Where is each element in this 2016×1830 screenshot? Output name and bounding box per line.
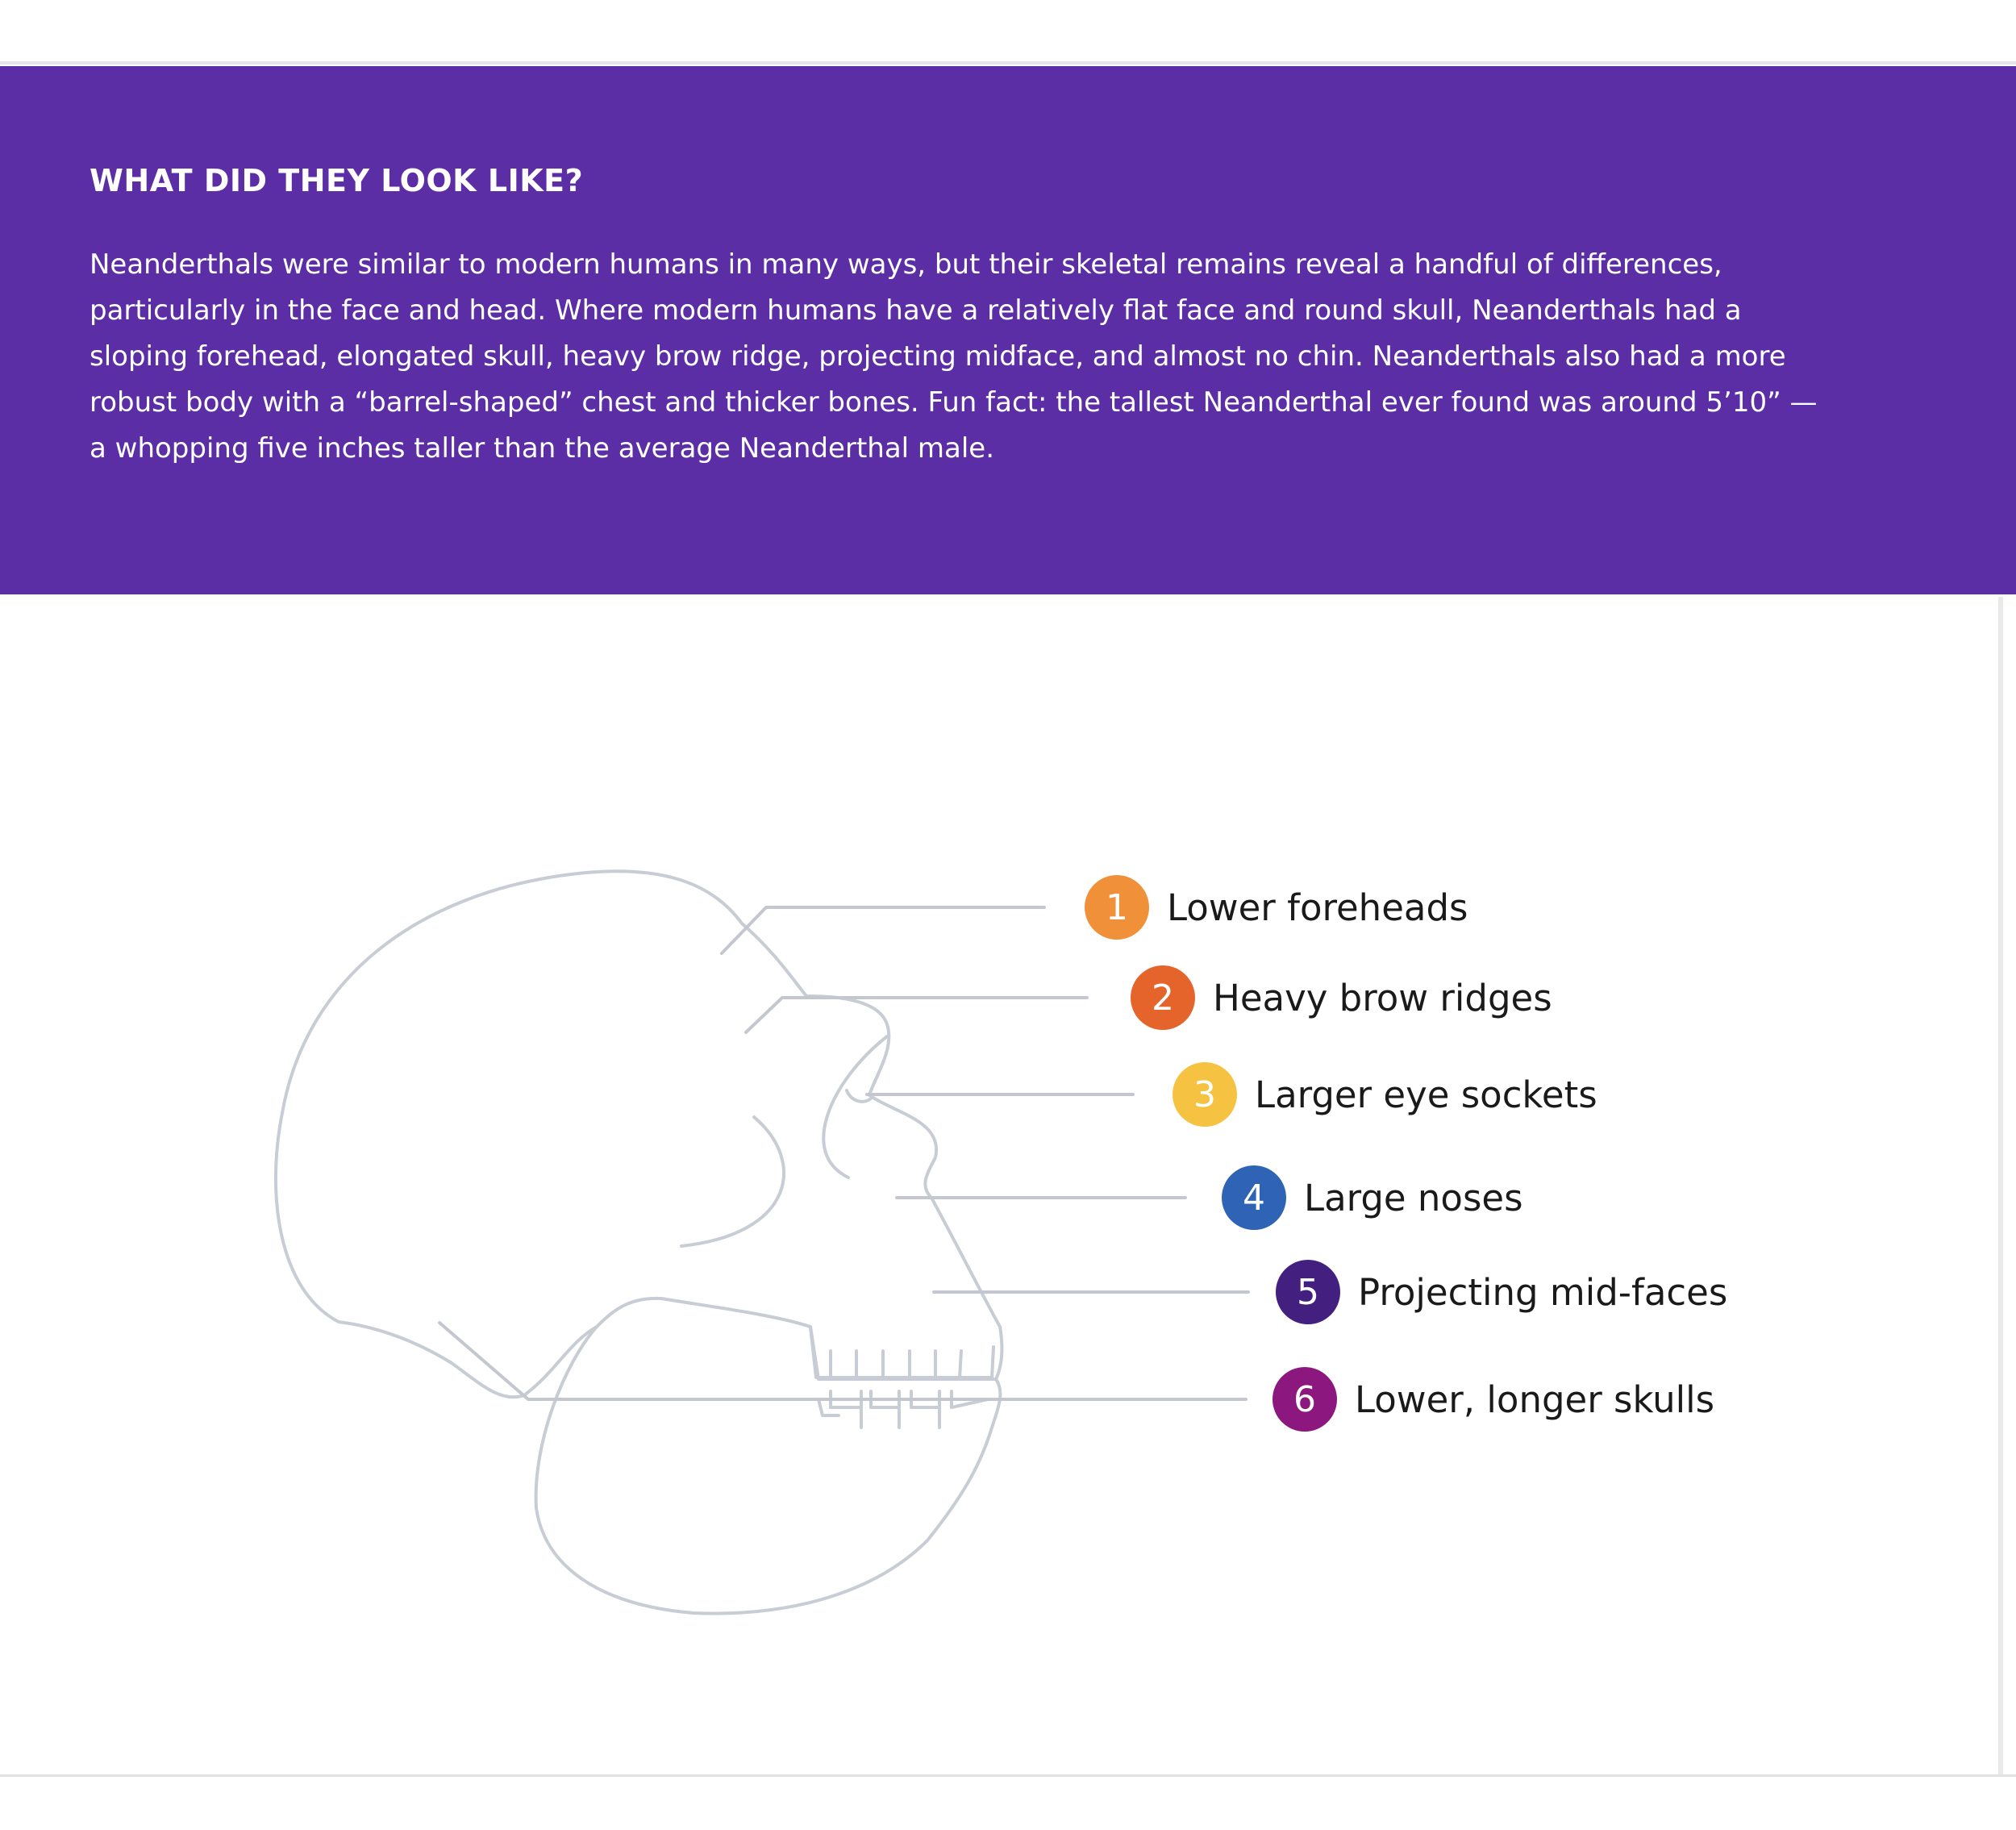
cranium-outline — [273, 869, 1004, 1399]
badge-number: 6 — [1293, 1378, 1316, 1420]
label-item-1: 1 Lower foreheads — [1085, 875, 1468, 940]
bottom-rule — [0, 1774, 2016, 1777]
label-item-6: 6 Lower, longer skulls — [1272, 1367, 1714, 1432]
skull-diagram: 1 Lower foreheads 2 Heavy brow ridges 3 … — [0, 597, 2016, 1774]
section-heading: WHAT DID THEY LOOK LIKE? — [90, 163, 584, 198]
number-badge-3: 3 — [1173, 1062, 1237, 1127]
number-badge-4: 4 — [1222, 1165, 1286, 1230]
leader-line-2 — [744, 996, 1089, 1034]
number-badge-5: 5 — [1276, 1260, 1340, 1324]
paragraph-line: Neanderthals were similar to modern huma… — [90, 248, 1722, 281]
label-item-5: 5 Projecting mid-faces — [1276, 1260, 1727, 1324]
lower-teeth — [817, 1390, 989, 1429]
paragraph-line: particularly in the face and head. Where… — [90, 294, 1742, 327]
top-rule — [0, 61, 2016, 65]
header-band: WHAT DID THEY LOOK LIKE? Neanderthals we… — [0, 66, 2016, 594]
section-paragraph: Neanderthals were similar to modern huma… — [90, 242, 1880, 472]
badge-number: 5 — [1297, 1271, 1319, 1313]
label-item-3: 3 Larger eye sockets — [1173, 1062, 1597, 1127]
paragraph-line: robust body with a “barrel-shaped” chest… — [90, 386, 1818, 419]
paragraph-line: sloping forehead, elongated skull, heavy… — [90, 340, 1786, 373]
label-large-noses: Large noses — [1304, 1176, 1523, 1219]
leader-lines — [438, 906, 1250, 1401]
leader-line-6 — [438, 1321, 1248, 1401]
label-item-4: 4 Large noses — [1222, 1165, 1523, 1230]
number-badge-1: 1 — [1085, 875, 1149, 940]
eye-socket-notch — [845, 1089, 873, 1103]
page-edge — [1998, 597, 2003, 1774]
label-larger-eye-sockets: Larger eye sockets — [1255, 1073, 1597, 1116]
skull-outline — [273, 869, 1004, 1615]
eye-socket-arc — [822, 1035, 889, 1179]
label-lower-foreheads: Lower foreheads — [1167, 886, 1468, 929]
badge-number: 3 — [1193, 1073, 1216, 1115]
paragraph-line: a whopping five inches taller than the a… — [90, 432, 995, 465]
label-heavy-brow-ridges: Heavy brow ridges — [1213, 976, 1552, 1019]
label-projecting-mid-faces: Projecting mid-faces — [1358, 1270, 1728, 1314]
jaw-outline — [534, 1325, 1002, 1615]
badge-number: 2 — [1152, 977, 1174, 1019]
label-lower-longer-skulls: Lower, longer skulls — [1355, 1378, 1715, 1421]
label-item-2: 2 Heavy brow ridges — [1131, 965, 1552, 1030]
badge-number: 1 — [1106, 886, 1128, 928]
leader-line-1 — [720, 906, 1046, 955]
badge-number: 4 — [1243, 1177, 1265, 1219]
cheek-curve — [680, 1115, 785, 1248]
skull-illustration — [273, 869, 1250, 1615]
number-badge-2: 2 — [1131, 965, 1195, 1030]
number-badge-6: 6 — [1272, 1367, 1337, 1432]
upper-teeth — [809, 1325, 995, 1379]
